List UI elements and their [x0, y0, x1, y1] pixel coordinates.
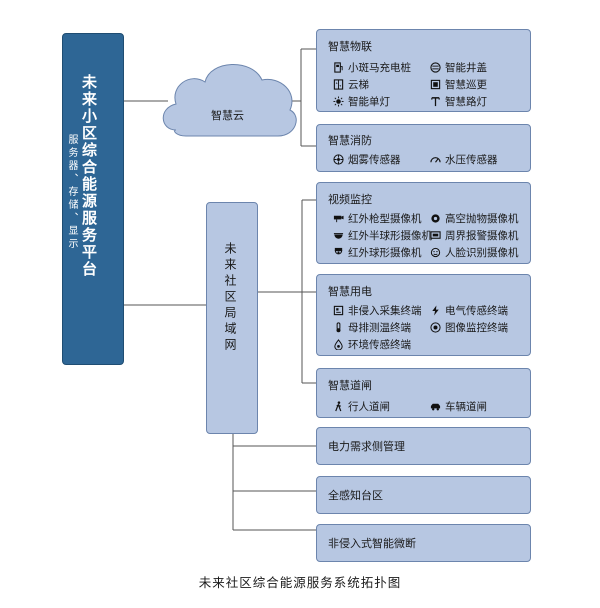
demand-title: 电力需求侧管理: [328, 440, 405, 453]
non-intrusive-terminal-icon: [333, 305, 344, 316]
high-altitude-camera-icon: [430, 213, 441, 224]
image-monitor-icon: [430, 321, 441, 333]
pedestrian-icon: [333, 400, 344, 412]
water-pressure-icon: [430, 154, 441, 165]
platform-subtitle: 服务器、存储、显示: [66, 134, 77, 251]
video-title: 视频监控: [328, 193, 372, 206]
cloud-shape: [162, 64, 297, 137]
fire-box: 智慧消防 烟雾传感器 水压传感器: [316, 124, 531, 172]
dome-camera-icon: [333, 247, 344, 258]
platform-title: 未来小区综合能源服务平台: [80, 74, 98, 278]
fire-title: 智慧消防: [328, 134, 372, 147]
video-item: 高空抛物摄像机: [430, 211, 519, 225]
car-icon: [430, 401, 441, 412]
gate-item: 行人道闸: [333, 399, 390, 413]
iot-item: 智慧路灯: [430, 94, 487, 108]
iot-item: 小斑马充电桩: [333, 60, 411, 74]
iot-title: 智慧物联: [328, 40, 372, 53]
iot-item: 智慧巡更: [430, 77, 487, 91]
video-item: 红外枪型摄像机: [333, 211, 422, 225]
bullet-camera-icon: [333, 213, 344, 224]
fire-item: 烟雾传感器: [333, 152, 401, 166]
busbar-temp-icon: [333, 321, 344, 333]
alarm-camera-icon: [430, 230, 441, 241]
fire-item: 水压传感器: [430, 152, 498, 166]
gate-title: 智慧道闸: [328, 379, 372, 392]
demand-box: 电力需求侧管理: [316, 427, 531, 465]
platform-box: [62, 33, 124, 365]
nilm-box: 非侵入式智能微断: [316, 524, 531, 562]
smart-light-icon: [333, 95, 344, 107]
iot-box: 智慧物联 小斑马充电桩 智能井盖 云梯 智慧巡更 智能单灯 智慧路灯: [316, 29, 531, 112]
nilm-title: 非侵入式智能微断: [328, 537, 416, 550]
iot-item: 智能井盖: [430, 60, 487, 74]
power-item: 非侵入采集终端: [333, 303, 422, 317]
charging-pile-icon: [333, 61, 344, 73]
hemisphere-camera-icon: [333, 230, 344, 241]
cloud-label: 智慧云: [211, 109, 244, 122]
power-box: 智慧用电 非侵入采集终端 电气传感终端 母排测温终端 图像监控终端 环境传感终端: [316, 274, 531, 356]
patrol-icon: [430, 79, 441, 90]
face-camera-icon: [430, 247, 441, 258]
video-item: 人脸识别摄像机: [430, 245, 519, 259]
gate-box: 智慧道闸 行人道闸 车辆道闸: [316, 368, 531, 418]
power-title: 智慧用电: [328, 285, 372, 298]
elevator-icon: [333, 78, 344, 90]
figure-caption: 未来社区综合能源服务系统拓扑图: [198, 575, 402, 590]
environment-sensor-icon: [333, 338, 344, 350]
lan-box: [206, 202, 258, 434]
electric-sensor-icon: [430, 304, 441, 316]
video-box: 视频监控 红外枪型摄像机 高空抛物摄像机 红外半球形摄像机 周界报警摄像机 红外…: [316, 182, 531, 264]
video-item: 红外半球形摄像机: [333, 228, 432, 242]
manhole-icon: [430, 61, 441, 73]
sense-box: 全感知台区: [316, 476, 531, 514]
video-item: 周界报警摄像机: [430, 228, 519, 242]
power-item: 图像监控终端: [430, 320, 508, 334]
iot-item: 云梯: [333, 77, 369, 91]
iot-item: 智能单灯: [333, 94, 390, 108]
power-item: 电气传感终端: [430, 303, 508, 317]
smoke-sensor-icon: [333, 153, 344, 165]
power-item: 环境传感终端: [333, 337, 411, 351]
lan-label: 未来社区局域网: [223, 242, 237, 354]
gate-item: 车辆道闸: [430, 399, 487, 413]
sense-title: 全感知台区: [328, 489, 383, 502]
power-item: 母排测温终端: [333, 320, 411, 334]
video-item: 红外球形摄像机: [333, 245, 422, 259]
street-light-icon: [430, 96, 441, 107]
